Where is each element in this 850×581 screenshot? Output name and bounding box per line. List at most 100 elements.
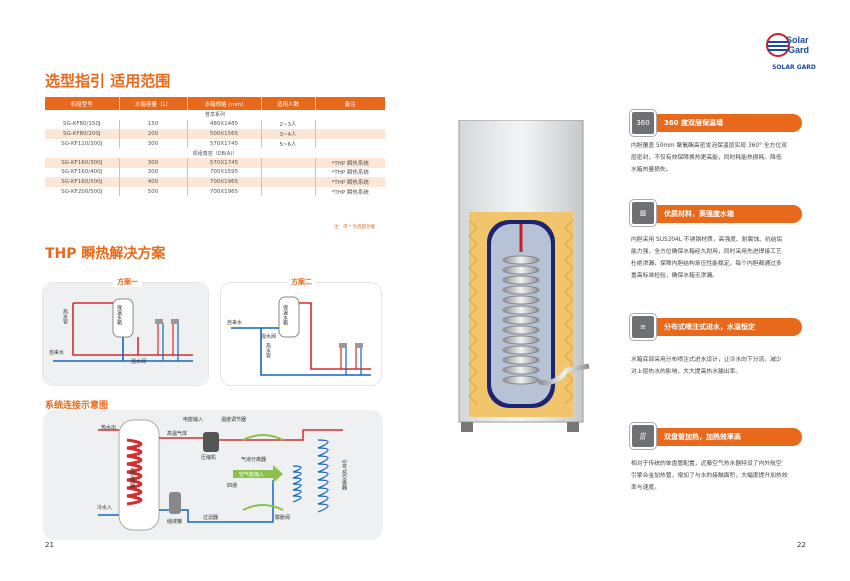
cell: SG-KF110/300J	[45, 138, 120, 149]
pipe-icon: ≡	[630, 314, 656, 340]
cell: 570X1745	[187, 138, 262, 149]
table-header-row: 机组型号 水箱容量（L） 水箱规格 (mm) 适用人数 备注	[45, 97, 385, 110]
label-evaporator: 空气热交换器	[341, 460, 347, 490]
plan1-diagram	[53, 298, 193, 362]
table-note: 注：带 * 为选配功能	[334, 225, 376, 230]
cell: 400	[119, 177, 188, 187]
plan1-title: 方案一	[113, 277, 142, 287]
connection-panel: 热水出 高温气体 电能输入 温度调节器 压缩机 气液分离器 空气能输入 冷水入 …	[43, 410, 383, 540]
plan1-tank-label: 保温水箱	[116, 305, 122, 325]
cell: *THP 瞬热系统	[315, 186, 385, 197]
feature-line: 重高标准检验，确保水箱无渗漏。	[631, 273, 718, 279]
label-filter: 过滤器	[203, 515, 219, 521]
label-air-heat: 空气能输入	[239, 472, 265, 478]
plan1-hot-label: 热水管	[62, 309, 68, 324]
spec-table: 机组型号 水箱容量（L） 水箱规格 (mm) 适用人数 备注 普享系列 SG-K…	[45, 97, 385, 197]
label-temp-ctrl: 温度调节器	[221, 417, 247, 423]
cell: *THP 瞬热系统	[315, 167, 385, 178]
cell	[261, 177, 316, 187]
cell: 300	[119, 157, 188, 168]
svg-text:Gard: Gard	[788, 45, 809, 55]
cell: 300	[119, 167, 188, 178]
cell: *THP 瞬热系统	[315, 177, 385, 187]
page-number-right: 22	[797, 541, 806, 549]
cell: SG-KF160/500J	[45, 177, 120, 187]
feature-4-text: 相对于传统的单盘管配置，近藤空气热水器特设了内外航空 引擎合金加热管，增加了与水…	[631, 458, 811, 494]
cell: SG-KF160/300J	[45, 157, 120, 168]
feature-3-text: 水箱底部采用分布喷注式进水设计，让冷水向下分流，减少 对上层热水的影响，大大提高…	[631, 354, 811, 378]
feature-line: 率与速度。	[631, 485, 660, 491]
th-people: 适用人数	[261, 97, 316, 110]
cell: 150	[119, 119, 188, 130]
cell: 3~4人	[261, 129, 316, 139]
section-title-connection: 系统连接示意图	[45, 401, 109, 411]
label-condenser: 热交换器	[129, 468, 135, 488]
brand-name: SOLAR GARD	[772, 64, 816, 71]
svg-text:Solar: Solar	[786, 35, 809, 45]
plan1-tap-label: 自来水	[49, 350, 65, 356]
feature-line: 能力强，全方位确保水箱经久耐用，同时采用先进焊接工艺	[631, 249, 782, 255]
feature-line: 层密封，不仅有效保障换热更高能，同时耗能热损耗。降低	[631, 155, 782, 161]
label-reservoir: 储液罐	[167, 519, 183, 525]
section-title-thp: THP 瞬热解决方案	[45, 246, 166, 262]
cell: 700X1595	[187, 167, 262, 178]
label-cold-in: 冷水入	[97, 505, 113, 511]
feature-line: 相对于传统的单盘管配置，近藤空气热水器特设了内外航空	[631, 461, 782, 467]
cell	[261, 157, 316, 168]
cell	[261, 167, 316, 178]
plan2-mixer-label: 混水阀	[261, 334, 277, 340]
th-capacity: 水箱容量（L）	[119, 97, 188, 110]
th-model: 机组型号	[45, 97, 120, 110]
tank-icon: ▥	[630, 200, 656, 226]
coil-icon: ∭	[630, 423, 656, 449]
cell: 500	[119, 186, 188, 197]
cell: 2~3人	[261, 119, 316, 130]
plan1-frame: 保温水箱 热水管 自来水 混水阀	[43, 283, 208, 385]
feature-3-title: 分布式喷注式进水，水温恒定	[636, 318, 802, 336]
cell	[315, 129, 385, 139]
plan2-title: 方案二	[287, 277, 316, 287]
cell	[315, 119, 385, 130]
label-four-way: 四通	[227, 483, 238, 489]
label-power-in: 电能输入	[183, 417, 204, 423]
feature-line: 内胆采用 SUS304L 不锈钢材质，高强度、耐腐蚀、抗结垢	[631, 237, 783, 243]
label-hot-gas: 高温气体	[167, 431, 188, 437]
cell: 200	[119, 129, 188, 139]
page-number-left: 21	[45, 541, 54, 549]
feature-2-title: 优质材料，高强度水箱	[636, 205, 802, 223]
cell: 700X1965	[187, 177, 262, 187]
insulation-360-icon: 360	[630, 110, 656, 136]
cell: SG-KF80/150J	[45, 119, 120, 130]
cell: 570X1745	[187, 157, 262, 168]
cell: SG-KF80/200J	[45, 129, 120, 139]
feature-1-title: 360 度双层保温墙	[636, 114, 802, 132]
cell	[315, 138, 385, 149]
plan2-tank-label: 保温水箱	[282, 305, 288, 325]
label-separator: 气液分离器	[241, 457, 267, 463]
feature-4-title: 双盘管加热，加热效率高	[636, 428, 802, 446]
feature-2-text: 内胆采用 SUS304L 不锈钢材质，高强度、耐腐蚀、抗结垢 能力强，全方位确保…	[631, 234, 811, 282]
feature-line: 对上层热水的影响，大大提高热水输出率。	[631, 369, 742, 375]
feature-1-text: 内胆覆盖 50mm 聚氨酯高密发泡保温层实现 360° 全方位双 层密封，不仅有…	[631, 140, 811, 176]
plan1-mixer-label: 混水阀	[131, 359, 147, 365]
plan2-diagram	[231, 296, 371, 376]
table-group-title: 机组尊容（DB(A)）	[45, 148, 385, 158]
feature-line: 水箱底部采用分布喷注式进水设计，让冷水向下分流，减少	[631, 357, 782, 363]
feature-line: 水箱热量损失。	[631, 167, 672, 173]
brand-logo: Solar Gard SOLAR GARD	[764, 30, 824, 71]
cell: SG-KF200/500J	[45, 186, 120, 197]
cell	[261, 186, 316, 197]
th-remark: 备注	[315, 97, 385, 110]
feature-line: 内胆覆盖 50mm 聚氨酯高密发泡保温层实现 360° 全方位双	[631, 143, 787, 149]
feature-line: 引擎合金加热管，增加了与水的接触面积，大幅度提升加热效	[631, 473, 788, 479]
connection-diagram	[98, 419, 343, 531]
water-heater-illustration	[455, 119, 590, 440]
logo-globe-icon: Solar Gard	[766, 33, 809, 57]
